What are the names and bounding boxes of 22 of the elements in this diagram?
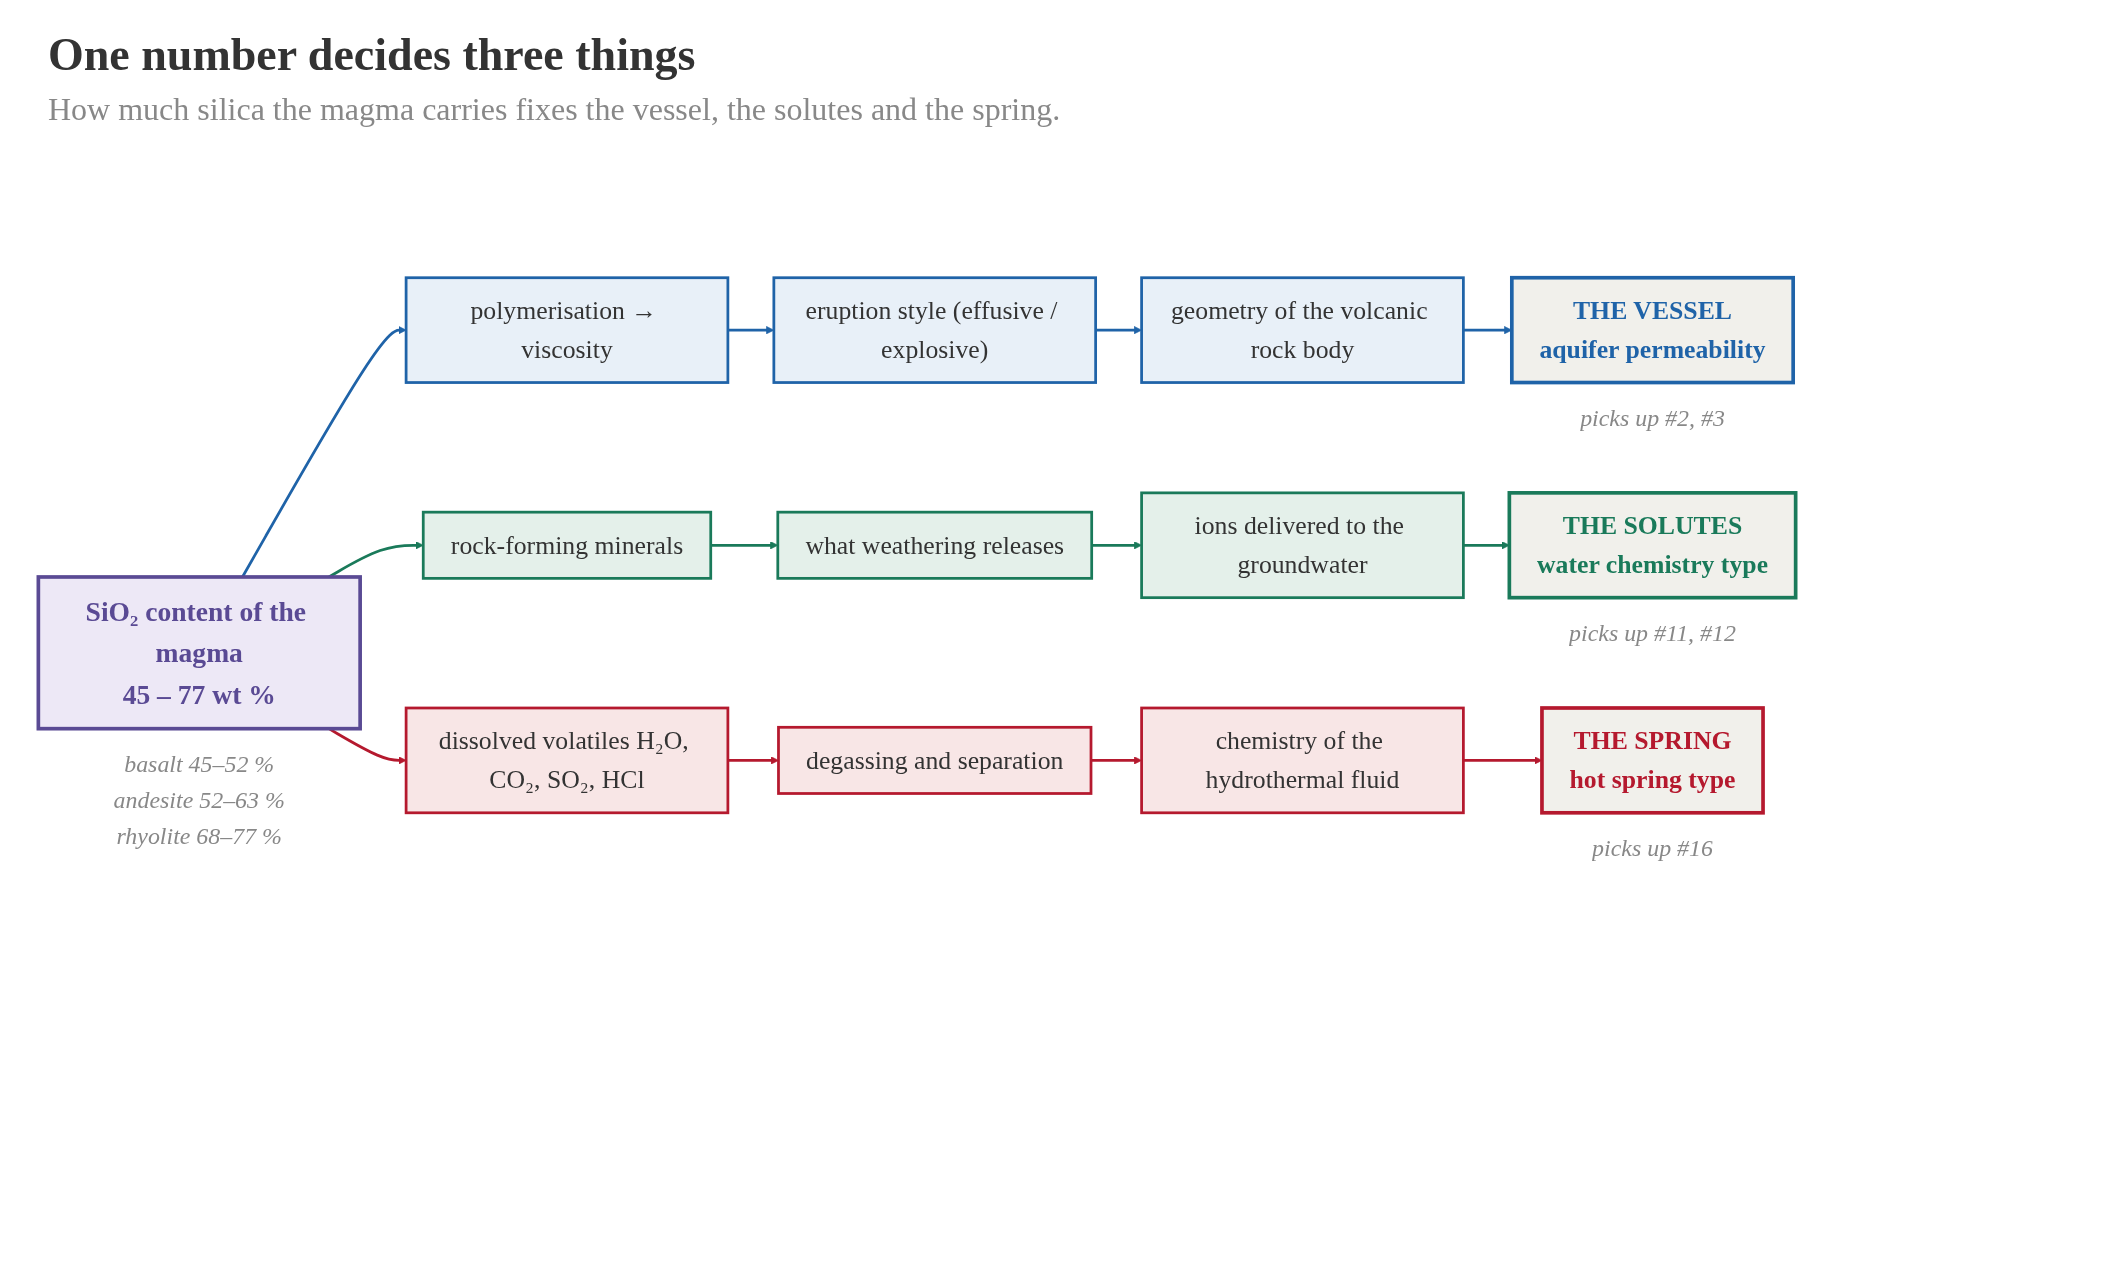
node-box: polymerisation → viscosity xyxy=(404,276,730,384)
node-label: rhyolite 68–77 % xyxy=(116,822,283,850)
node-box: THE SOLUTES water chemistry type xyxy=(1507,491,1798,600)
node-box: ions delivered to the groundwater xyxy=(1140,491,1465,600)
node-box: degassing and separation xyxy=(777,725,1093,795)
node-box: what weathering releases xyxy=(776,510,1094,580)
node-box: dissolved volatiles H₂O, CO₂, SO₂, HCl xyxy=(404,706,730,815)
node-box: geometry of the volcanic rock body xyxy=(1140,276,1465,384)
node-box: SiO₂ content of the magma 45 – 77 wt % xyxy=(36,575,362,731)
node-label: basalt 45–52 % xyxy=(124,750,275,778)
node-box: chemistry of the hydrothermal fluid xyxy=(1140,706,1465,815)
arrow xyxy=(1095,326,1142,335)
title: One number decides three things xyxy=(48,28,697,81)
node-label: andesite 52–63 % xyxy=(113,786,285,814)
node-box: rock-forming minerals xyxy=(421,510,713,580)
node-box: THE VESSEL aquifer permeability xyxy=(1510,275,1795,385)
arrow xyxy=(1091,756,1142,765)
arrow xyxy=(1091,541,1142,550)
arrow xyxy=(727,756,779,765)
node-box: eruption style (effusive / explosive) xyxy=(772,276,1097,384)
subtitle: How much silica the magma carries fixes the vessel, the solutes and the spring. xyxy=(48,91,1062,128)
node-box: THE SPRING hot spring type xyxy=(1540,706,1765,815)
